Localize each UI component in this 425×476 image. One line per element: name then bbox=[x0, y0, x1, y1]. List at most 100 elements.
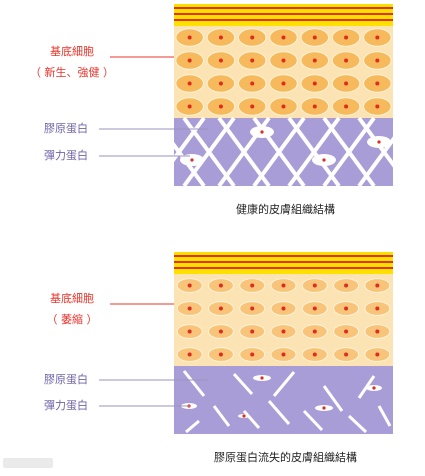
cell-nucleus bbox=[344, 104, 349, 109]
elastin-nucleus bbox=[190, 158, 194, 162]
cell-nucleus bbox=[344, 81, 349, 86]
cell-nucleus bbox=[218, 329, 223, 334]
collagen-fiber-broken bbox=[322, 385, 344, 412]
cell-nucleus bbox=[218, 81, 223, 86]
stratum-line bbox=[174, 19, 393, 21]
cell-nucleus bbox=[281, 306, 286, 311]
cell-nucleus bbox=[187, 104, 192, 109]
stratum-line bbox=[174, 255, 393, 257]
collagen-fiber-broken bbox=[182, 370, 206, 397]
cell-nucleus bbox=[312, 283, 317, 288]
cell-nucleus bbox=[250, 104, 255, 109]
cell-nucleus bbox=[312, 329, 317, 334]
cell-nucleus bbox=[218, 35, 223, 40]
cell-nucleus bbox=[281, 58, 286, 63]
collagen-label-healthy: 膠原蛋白 bbox=[44, 122, 88, 135]
cell-nucleus bbox=[187, 35, 192, 40]
cell-nucleus bbox=[218, 306, 223, 311]
damaged-skin-panel bbox=[174, 252, 393, 434]
cell-nucleus bbox=[281, 81, 286, 86]
elastin-nucleus bbox=[242, 414, 246, 418]
collagen-fiber-broken bbox=[302, 409, 324, 432]
cell-nucleus bbox=[344, 35, 349, 40]
basal-cell-title: 基底細胞 bbox=[50, 292, 94, 305]
cell-nucleus bbox=[187, 283, 192, 288]
cell-nucleus bbox=[375, 352, 380, 357]
cell-nucleus bbox=[187, 329, 192, 334]
cell-nucleus bbox=[312, 81, 317, 86]
basal-cell-title: 基底細胞 bbox=[50, 45, 94, 58]
stratum-line bbox=[174, 13, 393, 15]
cell-nucleus bbox=[375, 35, 380, 40]
elastin-nucleus bbox=[372, 386, 376, 390]
cell-nucleus bbox=[250, 58, 255, 63]
cell-nucleus bbox=[312, 104, 317, 109]
cell-nucleus bbox=[218, 283, 223, 288]
cell-nucleus bbox=[344, 58, 349, 63]
cell-nucleus bbox=[250, 329, 255, 334]
cell-nucleus bbox=[281, 329, 286, 334]
cell-nucleus bbox=[344, 306, 349, 311]
cell-nucleus bbox=[312, 58, 317, 63]
elastin-nucleus bbox=[260, 376, 264, 380]
elastin-nucleus bbox=[260, 130, 264, 134]
cell-nucleus bbox=[187, 306, 192, 311]
cell-nucleus bbox=[250, 306, 255, 311]
collagen-fiber-broken bbox=[185, 419, 200, 434]
cell-nucleus bbox=[375, 81, 380, 86]
collagen-fiber bbox=[357, 136, 393, 186]
cell-nucleus bbox=[281, 283, 286, 288]
cell-nucleus bbox=[250, 283, 255, 288]
basal-cell-note: （ 萎縮 ） bbox=[46, 313, 98, 326]
watermark-logo bbox=[3, 458, 53, 468]
cell-nucleus bbox=[344, 283, 349, 288]
damaged-caption: 膠原蛋白流失的皮膚組織結構 bbox=[214, 451, 357, 464]
cell-nucleus bbox=[187, 352, 192, 357]
cell-nucleus bbox=[375, 283, 380, 288]
collagen-fiber-broken bbox=[377, 405, 392, 427]
healthy-caption: 健康的皮膚組織結構 bbox=[236, 203, 335, 216]
collagen-fiber-broken bbox=[242, 410, 261, 429]
cell-nucleus bbox=[375, 329, 380, 334]
cell-nucleus bbox=[250, 81, 255, 86]
cell-nucleus bbox=[281, 35, 286, 40]
basal-cell-note: （ 新生、強健 ） bbox=[30, 66, 114, 79]
elastin-nucleus bbox=[322, 158, 326, 162]
elastin-label-healthy: 彈力蛋白 bbox=[44, 149, 88, 162]
cell-nucleus bbox=[375, 306, 380, 311]
collagen-label-damaged: 膠原蛋白 bbox=[44, 373, 88, 386]
cell-nucleus bbox=[250, 352, 255, 357]
stratum-line bbox=[174, 7, 393, 9]
fiber-group bbox=[181, 370, 392, 434]
cell-nucleus bbox=[312, 306, 317, 311]
cell-nucleus bbox=[312, 35, 317, 40]
stratum-line bbox=[174, 267, 393, 269]
cell-nucleus bbox=[187, 81, 192, 86]
cell-nucleus bbox=[281, 104, 286, 109]
cell-nucleus bbox=[312, 352, 317, 357]
collagen-fiber-broken bbox=[212, 405, 231, 427]
cell-nucleus bbox=[218, 352, 223, 357]
dermis bbox=[174, 366, 393, 434]
cell-nucleus bbox=[375, 58, 380, 63]
cell-nucleus bbox=[281, 352, 286, 357]
basal-cell-label-healthy: 基底細胞 （ 新生、強健 ） bbox=[22, 45, 122, 79]
stratum-line bbox=[174, 261, 393, 263]
cell-nucleus bbox=[218, 58, 223, 63]
collagen-fiber-broken bbox=[267, 400, 291, 425]
elastin-nucleus bbox=[377, 140, 381, 144]
elastin-nucleus bbox=[322, 406, 326, 410]
basal-cell-label-damaged: 基底細胞 （ 萎縮 ） bbox=[22, 292, 122, 326]
collagen-fiber-broken bbox=[347, 414, 368, 434]
cell-nucleus bbox=[344, 352, 349, 357]
elastin-label-damaged: 彈力蛋白 bbox=[44, 399, 88, 412]
collagen-fiber-broken bbox=[232, 372, 254, 396]
cell-nucleus bbox=[344, 329, 349, 334]
cell-nucleus bbox=[375, 104, 380, 109]
pointer-lines bbox=[99, 56, 208, 407]
cell-nucleus bbox=[218, 104, 223, 109]
cell-nucleus bbox=[187, 58, 192, 63]
healthy-skin-panel bbox=[174, 4, 393, 186]
cell-nucleus bbox=[250, 35, 255, 40]
